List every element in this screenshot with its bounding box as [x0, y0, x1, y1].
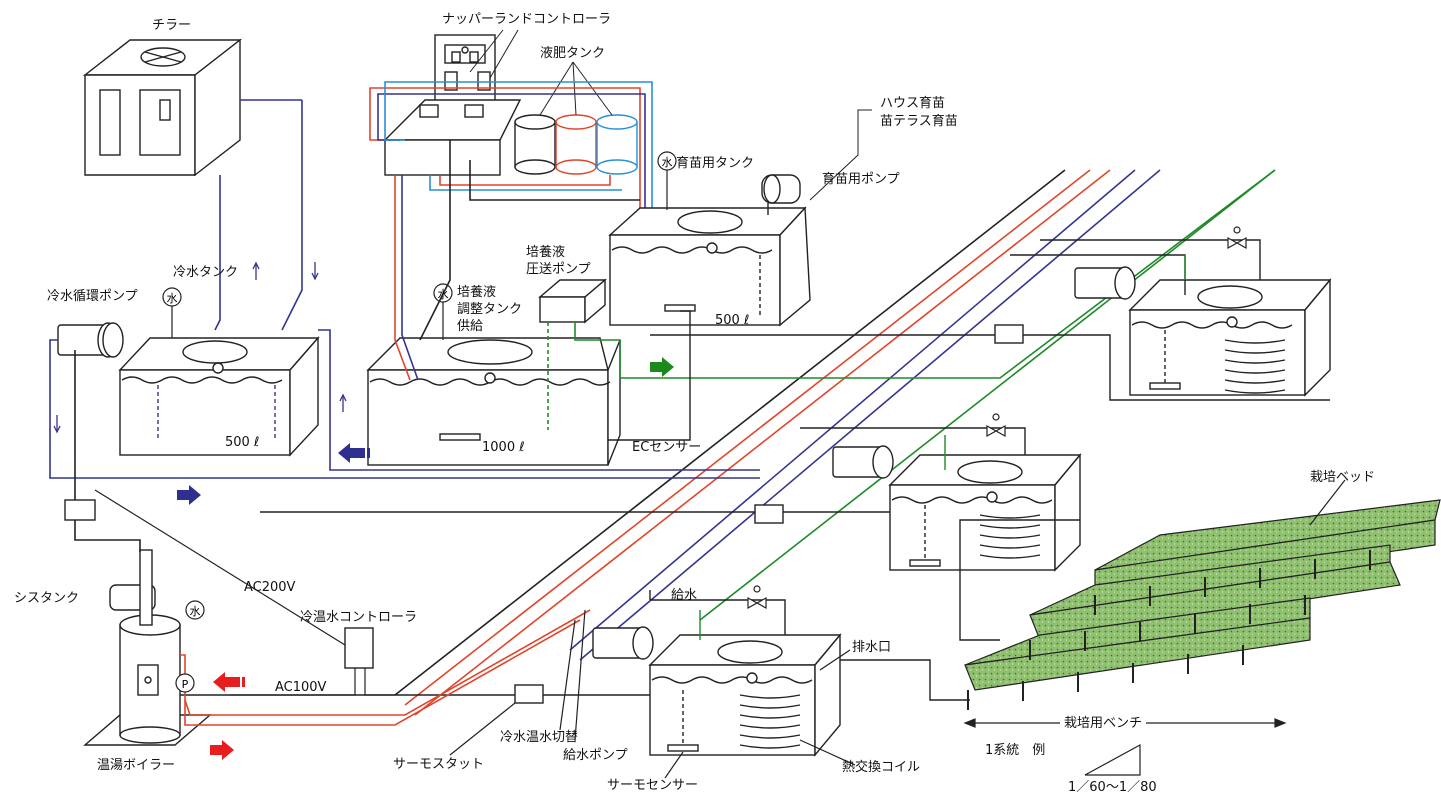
label-fertilizer-tanks: 液肥タンク: [540, 46, 606, 61]
thin-flow-arrow-tip: [53, 425, 61, 434]
bed-unit-middle: [754, 445, 1082, 572]
label-cistern: シスタンク: [14, 591, 80, 606]
flow-arrow-right: [210, 740, 234, 760]
temp-controller: [344, 627, 374, 669]
napper-controller: [434, 34, 496, 104]
label-bench: 栽培用ベンチ: [1060, 716, 1147, 731]
bed-upper-pipes: [650, 239, 1330, 401]
flow-arrow-stripe: [242, 677, 245, 687]
label-boiler: 温湯ボイラー: [97, 758, 176, 773]
seedling-pump: [761, 174, 801, 215]
pressure-symbol: P: [182, 678, 189, 691]
water-icon-boiler: [185, 600, 205, 620]
label-heat-coil: 熱交換コイル: [842, 760, 921, 775]
label-supply-pump: 給水ポンプ: [563, 748, 628, 763]
flow-arrow-stripe: [237, 677, 240, 687]
label-thermo-sensor: サーモセンサー: [607, 778, 699, 793]
bench-bed-side: [964, 617, 1311, 691]
label-adjust-tank-1: 培養液: [457, 285, 497, 300]
chiller: [82, 38, 243, 177]
nutrient-pressure-pump: [538, 278, 607, 324]
label-house-seedling: ハウス育苗: [880, 96, 946, 111]
fertilizer-tanks: [514, 114, 638, 175]
nutrient-pump-pipes: [547, 169, 1276, 430]
label-water-supply: 給水: [671, 588, 698, 603]
label-volume-seedling: 500 ℓ: [715, 313, 750, 328]
label-switch-valve: 冷水温水切替: [500, 730, 579, 745]
pressure-icon: [175, 673, 195, 693]
water-icon-seedling: [657, 151, 677, 210]
label-adjust-tank-2: 調整タンク: [457, 302, 523, 317]
label-cold-water-pump: 冷水循環ポンプ: [47, 289, 138, 304]
label-cultivation-bed: 栽培ベッド: [1310, 470, 1376, 485]
chiller-pipes: [214, 99, 303, 331]
label-volume-cold: 500 ℓ: [225, 435, 260, 450]
bench-bed-side: [1029, 561, 1401, 641]
label-ec-sensor: ECセンサー: [632, 440, 702, 455]
bed-middle-pipes: [260, 427, 1026, 513]
flow-arrow-left: [213, 672, 237, 692]
label-temp-controller: 冷温水コントローラ: [300, 610, 418, 625]
thin-flow-arrow-tip: [252, 261, 260, 270]
label-seedling-tank: 育苗用タンク: [676, 156, 755, 171]
ec-sensor-line: [608, 310, 691, 441]
cold-water-pump: [57, 322, 124, 358]
water-symbol: 水: [167, 292, 178, 305]
cold-water-tank: [118, 336, 320, 457]
flow-arrows: [53, 261, 674, 760]
label-system-example: 1系統 例: [985, 743, 1046, 758]
controller-base: [383, 99, 522, 176]
water-symbol: 水: [190, 605, 201, 618]
label-ac100: AC100V: [275, 680, 327, 695]
flow-arrow-left: [338, 443, 362, 463]
valve-icons: [747, 226, 1247, 610]
label-napper-controller: ナッパーランドコントローラ: [442, 12, 612, 27]
label-nutrient-pump-1: 培養液: [526, 245, 566, 260]
label-terrace-seedling: 苗テラス育苗: [880, 114, 958, 129]
bed-unit-lower: [514, 626, 842, 757]
seedling-tank: [608, 206, 811, 327]
label-nutrient-pump-2: 圧送ポンプ: [526, 262, 591, 277]
flow-arrow-stripe: [367, 448, 370, 458]
boiler-pipes: [74, 350, 591, 726]
hot-water-boiler: [64, 499, 212, 746]
controller-pipes: [369, 81, 653, 381]
label-volume-adjust: 1000 ℓ: [482, 440, 525, 455]
label-ac200: AC200V: [244, 580, 296, 595]
label-thermostat: サーモスタット: [393, 757, 485, 772]
wiring: [94, 479, 1346, 779]
thin-flow-arrow-tip: [339, 393, 347, 402]
water-icon-cold: [162, 287, 182, 338]
label-cold-water-tank: 冷水タンク: [173, 265, 239, 280]
flow-arrow-right: [650, 357, 674, 377]
label-adjust-tank-3: 供給: [457, 319, 484, 334]
bed-unit-upper: [994, 266, 1332, 397]
label-seedling-pump: 育苗用ポンプ: [822, 172, 900, 187]
main-pipe-bundle: [394, 169, 1276, 716]
label-slope: 1／60～1／80: [1068, 780, 1157, 795]
flow-arrow-right: [177, 485, 201, 505]
flow-arrow-stripe: [362, 448, 365, 458]
cold-pump-pipes: [49, 329, 760, 479]
label-drain: 排水口: [852, 640, 892, 655]
water-symbol: 水: [662, 156, 673, 169]
cultivation-benches: [964, 499, 1441, 710]
thin-flow-arrow-tip: [311, 272, 319, 281]
label-chiller: チラー: [152, 18, 192, 33]
water-symbol: 水: [438, 288, 449, 301]
